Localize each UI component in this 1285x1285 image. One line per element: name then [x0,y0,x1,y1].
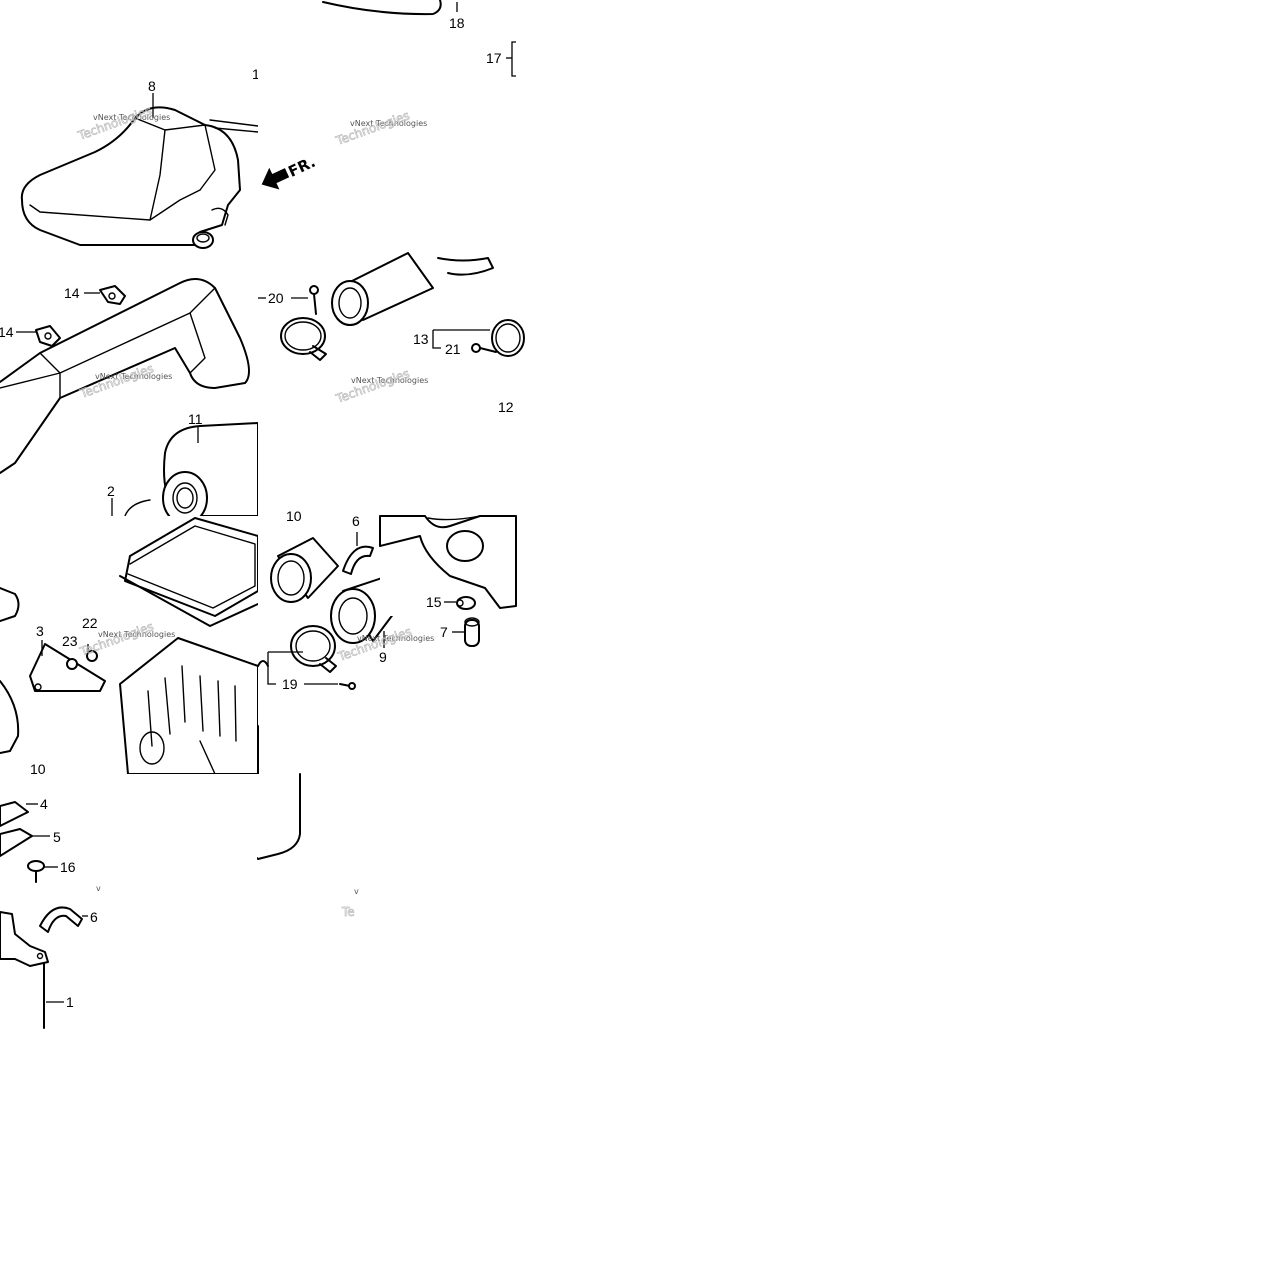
watermark-text: vNext Technologies [98,630,175,639]
nut-part [66,658,78,670]
watermark-text: vNext Technologies [351,376,428,385]
bracket-17 [511,41,516,77]
front-arrow-label: FR. [285,153,318,181]
air-cleaner-cover [119,517,259,627]
lower-case-drawing: 4 5 16 6 1 v [0,796,259,1029]
diagram-tile-mesh-tube: 20 13 21 12 vNext Technologies Technolog… [258,252,525,516]
rubber-joint [270,537,339,603]
retaining-band [39,906,83,933]
cleaner-case-drawing: 3 23 22 10 vNext Technologies Technologi… [0,517,259,777]
callout-18: 18 [449,15,465,31]
callout-4: 4 [40,796,48,812]
callout-3: 3 [36,623,44,639]
drain-parts-drawing: 15 [379,515,517,610]
clip-part [35,325,61,347]
diagram-tile-lower-case: 4 5 16 6 1 v [0,774,259,1032]
drain-tube-drawing: 7 [440,617,480,647]
callout-19: 19 [282,676,298,692]
front-direction-arrow: FR. [261,153,318,190]
callout-8: 8 [148,78,156,94]
front-arrow-drawing: 18 17 FR. vNext Technologies Technologie… [261,0,516,190]
callout-16: 16 [60,859,76,875]
diagram-tile-front-arrow: 18 17 FR. vNext Technologies Technologie… [258,0,516,258]
callout-11: 11 [188,411,203,427]
watermark-text: vNext Technologies [93,113,170,122]
callout-2: 2 [107,483,115,499]
element-plate [0,801,33,857]
callout-7: 7 [440,624,448,640]
watermark-outline: Technologies [333,366,411,406]
callout-10: 10 [30,761,46,777]
watermark-outline: Technologies [75,103,153,143]
callout-17: 17 [486,50,502,66]
watermark-fragment: v [354,887,359,896]
watermark-outline: Technologies [333,108,411,148]
callout-14: 14 [64,285,80,301]
callout-14: 14 [0,324,14,340]
clip-part [99,285,126,305]
diagram-tile-drain-parts: 15 [379,515,517,616]
callout-1: 1 [66,994,74,1010]
screw-part [339,682,356,690]
edge-drawing: v Te [257,773,359,919]
case-bottom [0,911,49,1029]
air-filter-element [162,422,259,525]
hose-clamp [280,317,327,361]
screw-part [309,285,319,315]
callout-1-top: 1 [252,66,260,82]
diagram-tile-intake-duct: 14 14 11 2 vNext Technologies Technologi… [0,258,259,525]
mesh-tube-drawing: 20 13 21 12 vNext Technologies Technolog… [258,252,525,415]
air-cleaner-case [119,637,259,775]
callout-13: 13 [413,331,429,347]
callout-6: 6 [352,513,360,529]
watermark-text: vNext Technologies [357,634,434,643]
callout-5: 5 [53,829,61,845]
callout-23: 23 [62,633,78,649]
watermark-text: vNext Technologies [95,372,172,381]
intake-duct-drawing: 14 14 11 2 vNext Technologies Technologi… [0,278,259,525]
joints-drawing: 10 6 9 19 vNext Technologies Technologie… [257,508,434,775]
watermark-fragment: v [96,884,101,893]
diagram-tile-edge: v Te [257,773,359,924]
intake-chamber-drawing: 8 1 vNext Technologies Technologies [20,66,260,249]
grommet-part [192,231,214,249]
mesh-air-tube [331,252,494,326]
diagram-tile-intake-chamber: 8 1 vNext Technologies Technologies [0,0,260,258]
callout-9: 9 [379,649,387,665]
callout-6: 6 [90,909,98,925]
watermark-outline: Technologies [77,361,155,401]
callout-21: 21 [445,341,461,357]
watermark-fragment-outline: Te [341,905,355,919]
retaining-band [342,545,374,575]
case-corner [379,515,517,609]
callout-20: 20 [268,290,284,306]
screw-part [471,343,497,353]
callout-10: 10 [286,508,302,524]
rubber-joint [330,575,404,644]
hose-clamp [290,625,337,673]
drain-tube [464,617,480,647]
callout-15: 15 [426,594,442,610]
clip-part [456,596,476,610]
watermark-text: vNext Technologies [350,119,427,128]
bolt-part [86,644,98,662]
callout-22: 22 [82,615,98,631]
diagram-tile-drain-tube: 7 [420,616,516,666]
hose-clamp [491,319,525,357]
diagram-tile-cleaner-case: 3 23 22 10 vNext Technologies Technologi… [0,516,259,777]
callout-12: 12 [498,399,514,415]
bolt-part [27,860,45,883]
